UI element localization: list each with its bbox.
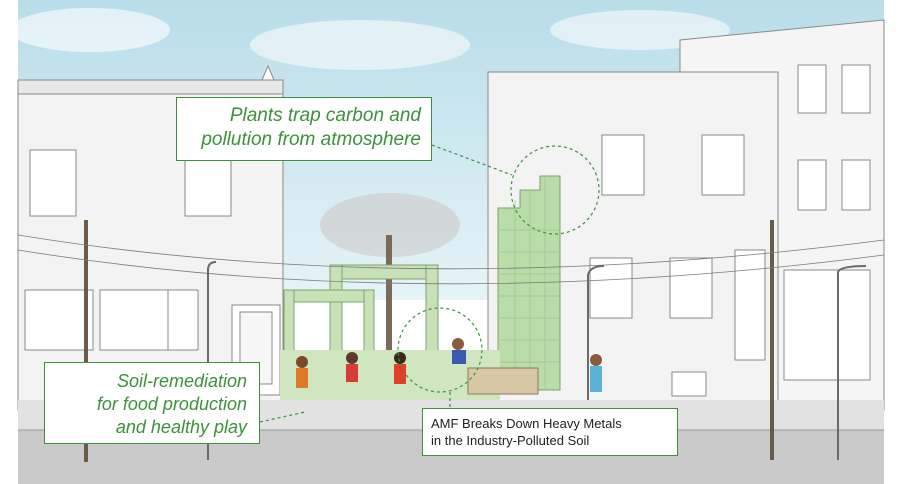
soil-callout-line-3: and healthy play [115,417,247,437]
soil-callout-line-1: Soil-remediation [116,371,247,391]
planter-box [467,367,539,395]
atmosphere-callout: Plants trap carbon and pollution from at… [176,97,432,161]
street-lamps [207,261,867,460]
amf-callout: AMF Breaks Down Heavy Metals in the Indu… [422,408,678,456]
power-lines [17,234,885,285]
atmosphere-callout-line-1: Plants trap carbon and [229,105,421,126]
amf-callout-line-2: in the Industry-Polluted Soil [431,433,590,448]
callout-highlights [259,144,600,423]
cloud [10,8,170,52]
cloud [250,20,470,70]
soil-callout-line-2: for food production [96,394,247,414]
garden-ground [280,350,500,405]
people [296,338,602,392]
soil-callout: Soil-remediation for food production and… [44,362,260,444]
atmosphere-callout-line-2: pollution from atmosphere [201,129,421,150]
tree [320,193,460,355]
amf-callout-line-1: AMF Breaks Down Heavy Metals [431,416,622,431]
